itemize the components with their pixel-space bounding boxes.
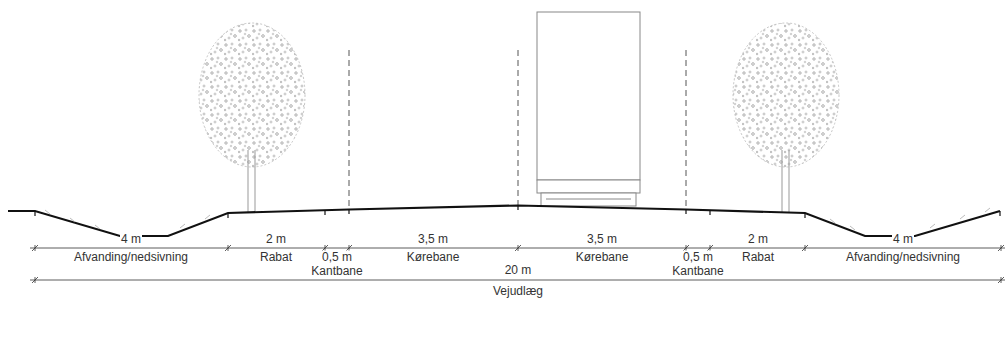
zone-name: Kørebane (406, 251, 461, 264)
dimension-tick (802, 245, 808, 251)
dimension: 0,5 m (321, 251, 353, 264)
dimension: 4 m (892, 233, 914, 246)
dimension-tick (998, 245, 1004, 251)
zone-name: Afvanding/nedsivning (845, 251, 961, 264)
dimension-tick (998, 277, 1004, 283)
dimension: 4 m (120, 233, 142, 246)
ground-profile (8, 206, 1000, 237)
dimension: 0,5 m (682, 251, 714, 264)
dimension: 20 m (504, 264, 533, 277)
zone-name: Rabat (259, 251, 293, 264)
truck (537, 12, 640, 206)
dimension-tick (225, 245, 231, 251)
zone-name: Rabat (741, 251, 775, 264)
dimension-tick (32, 245, 1004, 283)
dimension-tick (515, 245, 521, 251)
dimension: 3,5 m (586, 233, 618, 246)
zone-name: Kantbane (310, 265, 363, 278)
dimension: 2 m (265, 233, 287, 246)
zone-name: Afvanding/nedsivning (73, 251, 189, 264)
dimension: 2 m (747, 233, 769, 246)
zone-name: Kantbane (671, 265, 724, 278)
tree (199, 23, 305, 213)
boundary-tick (35, 205, 1000, 218)
tree (733, 23, 839, 213)
dimension-line (30, 248, 1005, 280)
grass (45, 208, 990, 230)
dimension: 3,5 m (417, 233, 449, 246)
zone-name: Vejudlæg (492, 285, 544, 298)
lane-line (349, 50, 686, 209)
zone-name: Kørebane (575, 251, 630, 264)
dimension-tick (32, 277, 38, 283)
dimension-tick (32, 245, 38, 251)
